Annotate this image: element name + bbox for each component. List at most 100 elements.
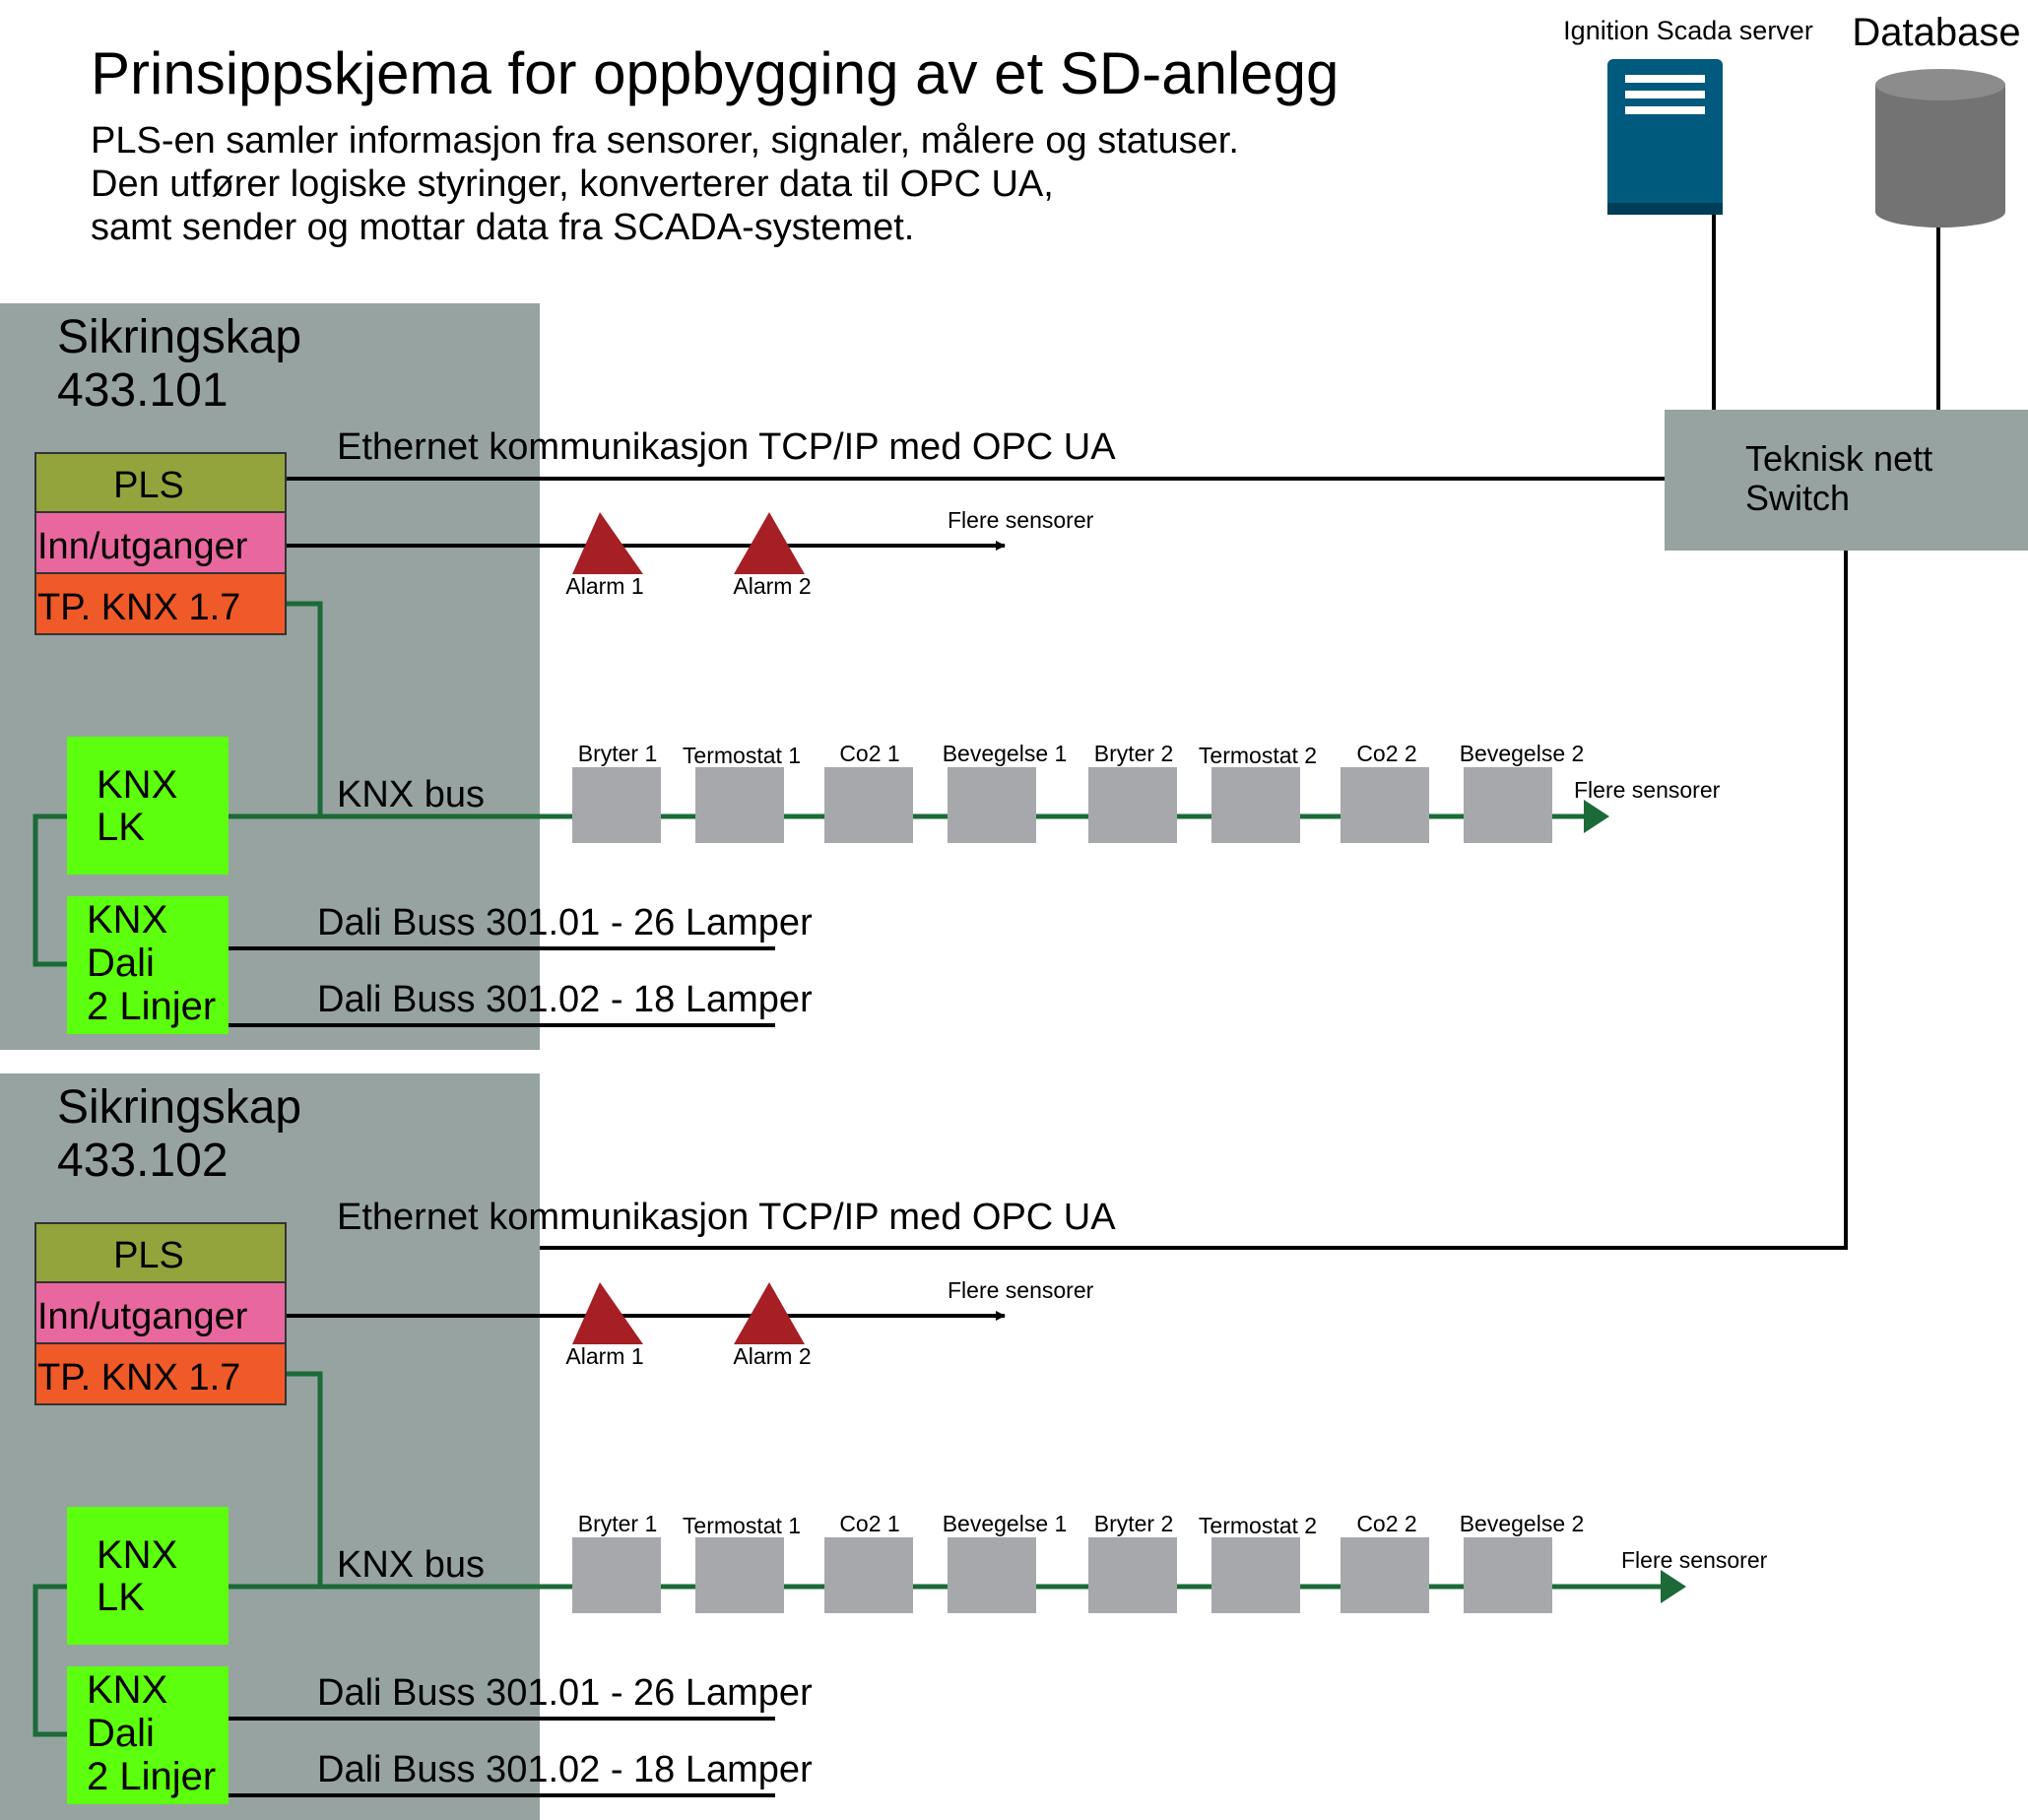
knx-lk-module	[67, 737, 229, 875]
description-line-2: Den utfører logiske styringer, konverter…	[91, 163, 1054, 205]
sensor-label: Bevegelse 2	[1460, 741, 1585, 766]
knx-lk-label: LK	[97, 1576, 145, 1619]
sensor-box	[948, 1537, 1036, 1613]
alarm-icon	[572, 1282, 643, 1344]
sensor-box	[1464, 1537, 1552, 1613]
sensor-label: Termostat 2	[1199, 1513, 1317, 1538]
cabinet-title: Sikringskap	[57, 1081, 301, 1134]
alarm-icon	[734, 1282, 805, 1344]
switch-to-cabinet-2-link	[286, 551, 1848, 1250]
pls-label: PLS	[113, 465, 184, 506]
knx-lk-label: KNX	[97, 1533, 177, 1577]
knx-bus-label: KNX bus	[337, 774, 485, 815]
sensor-label: Co2 1	[839, 1511, 899, 1536]
tp-knx-label: TP. KNX 1.7	[37, 587, 240, 628]
technical-network-switch	[1665, 410, 2028, 551]
description-line-3: samt sender og mottar data fra SCADA-sys…	[91, 207, 914, 248]
sensor-label: Co2 1	[839, 741, 899, 766]
alarm-label: Alarm 2	[733, 1343, 811, 1369]
tp-knx-link	[286, 601, 323, 816]
sensor-label: Co2 2	[1356, 741, 1416, 766]
sensor-label: Bevegelse 2	[1460, 1511, 1585, 1536]
alarm-icon	[572, 512, 643, 574]
dali-bus-label: Dali Buss 301.02 - 18 Lamper	[317, 1749, 813, 1790]
alarm-label: Alarm 1	[565, 1343, 643, 1369]
more-sensors-label: Flere sensorer	[948, 507, 1094, 533]
more-sensors-label: Flere sensorer	[1621, 1547, 1768, 1573]
more-sensors-label: Flere sensorer	[1574, 777, 1721, 803]
io-module	[34, 511, 287, 574]
knx-dali-label: KNX	[87, 898, 167, 942]
cabinet-number: 433.101	[57, 364, 229, 417]
knx-dali-label: Dali	[87, 942, 155, 985]
sensor-box	[1341, 767, 1429, 843]
ethernet-label: Ethernet kommunikasjon TCP/IP med OPC UA	[337, 426, 1116, 468]
pls-module	[34, 452, 287, 513]
sensor-box	[1341, 1537, 1429, 1613]
alarm-label: Alarm 1	[565, 573, 643, 599]
ethernet-label: Ethernet kommunikasjon TCP/IP med OPC UA	[337, 1197, 1116, 1238]
io-label: Inn/utganger	[37, 1296, 248, 1337]
cabinet-title: Sikringskap	[57, 311, 301, 363]
cabinet-number: 433.102	[57, 1135, 229, 1187]
page-title: Prinsippskjema for oppbygging av et SD-a…	[91, 40, 1339, 106]
sensor-box	[824, 767, 913, 843]
switch-label-line-1: Teknisk nett	[1745, 438, 1932, 479]
lk-dali-link	[33, 813, 67, 967]
database-label: Database	[1852, 11, 2020, 54]
sensor-label: Termostat 1	[683, 1513, 801, 1538]
knx-lk-label: LK	[97, 806, 145, 849]
database-icon	[1875, 69, 2005, 228]
sensor-box	[572, 1537, 661, 1613]
scada-server-label: Ignition Scada server	[1563, 16, 1813, 45]
knx-dali-label: KNX	[87, 1668, 167, 1712]
io-label: Inn/utganger	[37, 526, 248, 567]
tp-knx-link	[286, 1371, 323, 1587]
knx-bus-arrow-head	[1661, 1570, 1686, 1603]
sensor-label: Co2 2	[1356, 1511, 1416, 1536]
cabinet-433-102: Sikringskap 433.102 Ethernet kommunikasj…	[0, 1073, 1768, 1820]
sensor-label: Bevegelse 1	[943, 1511, 1068, 1536]
sensor-box	[948, 767, 1036, 843]
server-icon	[1607, 59, 1723, 215]
alarm-icon	[734, 512, 805, 574]
tp-knx-label: TP. KNX 1.7	[37, 1357, 240, 1398]
sensor-box	[572, 767, 661, 843]
sensor-box	[695, 1537, 784, 1613]
knx-lk-module	[67, 1507, 229, 1645]
tp-knx-module	[34, 1342, 287, 1405]
io-module	[34, 1281, 287, 1344]
knx-bus-label: KNX bus	[337, 1544, 485, 1586]
knx-dali-module	[67, 1666, 229, 1804]
sensor-box	[824, 1537, 913, 1613]
dali-bus-label: Dali Buss 301.02 - 18 Lamper	[317, 979, 813, 1020]
switch-label-line-2: Switch	[1745, 478, 1850, 518]
dali-bus-label: Dali Buss 301.01 - 26 Lamper	[317, 1672, 813, 1714]
knx-dali-label: 2 Linjer	[87, 1755, 216, 1798]
knx-dali-label: 2 Linjer	[87, 985, 216, 1028]
lk-dali-link	[33, 1584, 67, 1737]
sensor-box	[1088, 767, 1177, 843]
sensor-box	[695, 767, 784, 843]
more-sensors-label: Flere sensorer	[948, 1277, 1094, 1303]
knx-lk-label: KNX	[97, 763, 177, 807]
dali-bus-label: Dali Buss 301.01 - 26 Lamper	[317, 902, 813, 943]
knx-bus-arrow-head	[1584, 800, 1609, 833]
knx-dali-label: Dali	[87, 1712, 155, 1755]
sensor-label: Bryter 2	[1094, 741, 1174, 766]
tp-knx-module	[34, 572, 287, 635]
sensor-box	[1211, 1537, 1300, 1613]
sensor-label: Bryter 2	[1094, 1511, 1174, 1536]
knx-dali-module	[67, 896, 229, 1034]
description-line-1: PLS-en samler informasjon fra sensorer, …	[91, 120, 1239, 162]
sensor-box	[1211, 767, 1300, 843]
cabinet-433-101: Sikringskap 433.101 Ethernet kommunikasj…	[0, 303, 1721, 1050]
sensor-label: Bevegelse 1	[943, 741, 1068, 766]
sensor-box	[1088, 1537, 1177, 1613]
sensor-label: Bryter 1	[578, 1511, 658, 1536]
alarm-label: Alarm 2	[733, 573, 811, 599]
sensor-label: Termostat 2	[1199, 743, 1317, 768]
pls-label: PLS	[113, 1235, 184, 1276]
sensor-label: Bryter 1	[578, 741, 658, 766]
